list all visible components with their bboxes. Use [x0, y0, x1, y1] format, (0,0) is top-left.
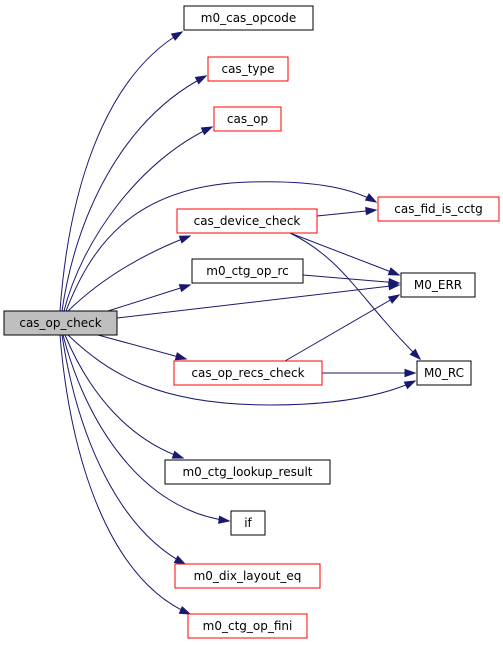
- node-label: M0_RC: [424, 366, 464, 380]
- edge-line: [107, 284, 191, 312]
- node-if[interactable]: if: [230, 510, 266, 536]
- arrow-head-icon: [171, 450, 185, 459]
- node-cas_op_check[interactable]: cas_op_check: [3, 310, 118, 336]
- edge-cas_op_check-to-m0_dix_layout_eq: [61, 334, 187, 565]
- node-m0_ctg_op_fini[interactable]: m0_ctg_op_fini: [187, 613, 308, 639]
- node-box[interactable]: [183, 5, 314, 31]
- arrow-head-icon: [178, 235, 192, 244]
- node-box[interactable]: [416, 360, 472, 386]
- node-label: cas_op: [227, 112, 268, 126]
- node-box[interactable]: [230, 510, 266, 536]
- arrow-head-icon: [404, 368, 417, 378]
- node-box[interactable]: [173, 360, 323, 386]
- edge-line: [64, 334, 184, 459]
- node-box[interactable]: [377, 196, 500, 222]
- node-box[interactable]: [176, 208, 318, 234]
- arrow-head-icon: [387, 267, 401, 276]
- node-label: cas_fid_is_cctg: [394, 202, 482, 216]
- edge-cas_op_check-to-cas_op_recs_check: [97, 334, 188, 361]
- node-m0_dix_layout_eq[interactable]: m0_dix_layout_eq: [174, 563, 321, 589]
- edge-cas_op_check-to-if: [62, 334, 231, 524]
- arrow-head-icon: [387, 294, 401, 304]
- edge-cas_op_check-to-M0_RC: [67, 334, 417, 406]
- edge-cas_device_check-to-cas_fid_is_cctg: [316, 206, 378, 217]
- edge-line: [63, 126, 213, 312]
- edge-line: [61, 334, 186, 565]
- edge-line: [59, 334, 191, 615]
- node-cas_op[interactable]: cas_op: [213, 106, 282, 132]
- arrow-head-icon: [178, 606, 192, 615]
- edge-line: [284, 294, 400, 362]
- arrow-head-icon: [403, 380, 417, 390]
- edge-cas_op_check-to-cas_op: [63, 126, 214, 312]
- arrow-head-icon: [194, 75, 208, 85]
- nodes-layer: cas_op_check m0_cas_opcode cas_type cas_opc…: [3, 5, 500, 639]
- edge-cas_op_check-to-m0_ctg_lookup_result: [64, 334, 185, 459]
- node-label: m0_cas_opcode: [201, 11, 296, 25]
- edge-cas_op_check-to-m0_cas_opcode: [59, 31, 184, 312]
- edge-cas_op_check-to-m0_ctg_op_rc: [107, 284, 192, 312]
- node-label: M0_ERR: [414, 278, 462, 292]
- node-m0_ctg_op_rc[interactable]: m0_ctg_op_rc: [191, 258, 304, 284]
- node-label: cas_type: [221, 62, 274, 76]
- node-label: cas_op_recs_check: [191, 366, 304, 380]
- edge-line: [289, 232, 400, 276]
- edge-line: [302, 274, 400, 284]
- arrow-head-icon: [170, 31, 184, 41]
- arrow-head-icon: [388, 277, 401, 287]
- node-label: m0_dix_layout_eq: [194, 569, 302, 583]
- arrow-head-icon: [178, 284, 192, 293]
- node-box[interactable]: [187, 613, 308, 639]
- node-cas_device_check[interactable]: cas_device_check: [176, 208, 318, 234]
- edge-cas_op_check-to-m0_ctg_op_fini: [59, 334, 192, 615]
- arrow-head-icon: [409, 348, 422, 361]
- node-box[interactable]: [191, 258, 304, 284]
- edge-line: [67, 334, 416, 406]
- node-box[interactable]: [3, 310, 118, 336]
- node-M0_ERR[interactable]: M0_ERR: [400, 272, 476, 298]
- arrow-head-icon: [173, 555, 187, 565]
- node-label: m0_ctg_op_rc: [206, 264, 288, 278]
- edge-m0_ctg_op_rc-to-M0_ERR: [302, 274, 401, 287]
- arrow-head-icon: [364, 193, 378, 203]
- node-cas_type[interactable]: cas_type: [207, 56, 289, 82]
- node-label: if: [244, 516, 252, 530]
- arrow-head-icon: [218, 515, 231, 524]
- arrow-head-icon: [174, 352, 188, 361]
- node-label: cas_device_check: [194, 214, 301, 228]
- node-M0_RC[interactable]: M0_RC: [416, 360, 472, 386]
- node-cas_fid_is_cctg[interactable]: cas_fid_is_cctg: [377, 196, 500, 222]
- edge-line: [116, 284, 400, 319]
- edge-cas_device_check-to-M0_RC: [289, 232, 422, 361]
- edge-line: [67, 235, 191, 312]
- edge-cas_op_check-to-cas_device_check: [67, 235, 192, 312]
- edge-cas_op_recs_check-to-M0_RC: [322, 368, 417, 378]
- node-box[interactable]: [174, 563, 321, 589]
- arrow-head-icon: [365, 206, 378, 216]
- edge-line: [62, 334, 230, 522]
- edge-line: [61, 75, 207, 312]
- edge-cas_op_check-to-cas_fid_is_cctg: [65, 181, 378, 312]
- edge-line: [65, 181, 377, 312]
- node-label: cas_op_check: [19, 316, 101, 330]
- edge-cas_device_check-to-M0_ERR: [289, 232, 401, 276]
- edge-line: [59, 31, 183, 312]
- edge-cas_op_check-to-cas_type: [61, 75, 208, 312]
- node-label: m0_ctg_lookup_result: [182, 465, 312, 479]
- node-box[interactable]: [164, 459, 331, 485]
- edge-cas_op_recs_check-to-M0_ERR: [284, 294, 401, 362]
- node-box[interactable]: [400, 272, 476, 298]
- node-box[interactable]: [213, 106, 282, 132]
- node-m0_ctg_lookup_result[interactable]: m0_ctg_lookup_result: [164, 459, 331, 485]
- node-m0_cas_opcode[interactable]: m0_cas_opcode: [183, 5, 314, 31]
- node-label: m0_ctg_op_fini: [203, 619, 293, 633]
- node-cas_op_recs_check[interactable]: cas_op_recs_check: [173, 360, 323, 386]
- arrow-head-icon: [200, 126, 214, 136]
- node-box[interactable]: [207, 56, 289, 82]
- edges-layer: [59, 31, 422, 615]
- edge-line: [97, 334, 187, 360]
- edge-line: [289, 232, 421, 360]
